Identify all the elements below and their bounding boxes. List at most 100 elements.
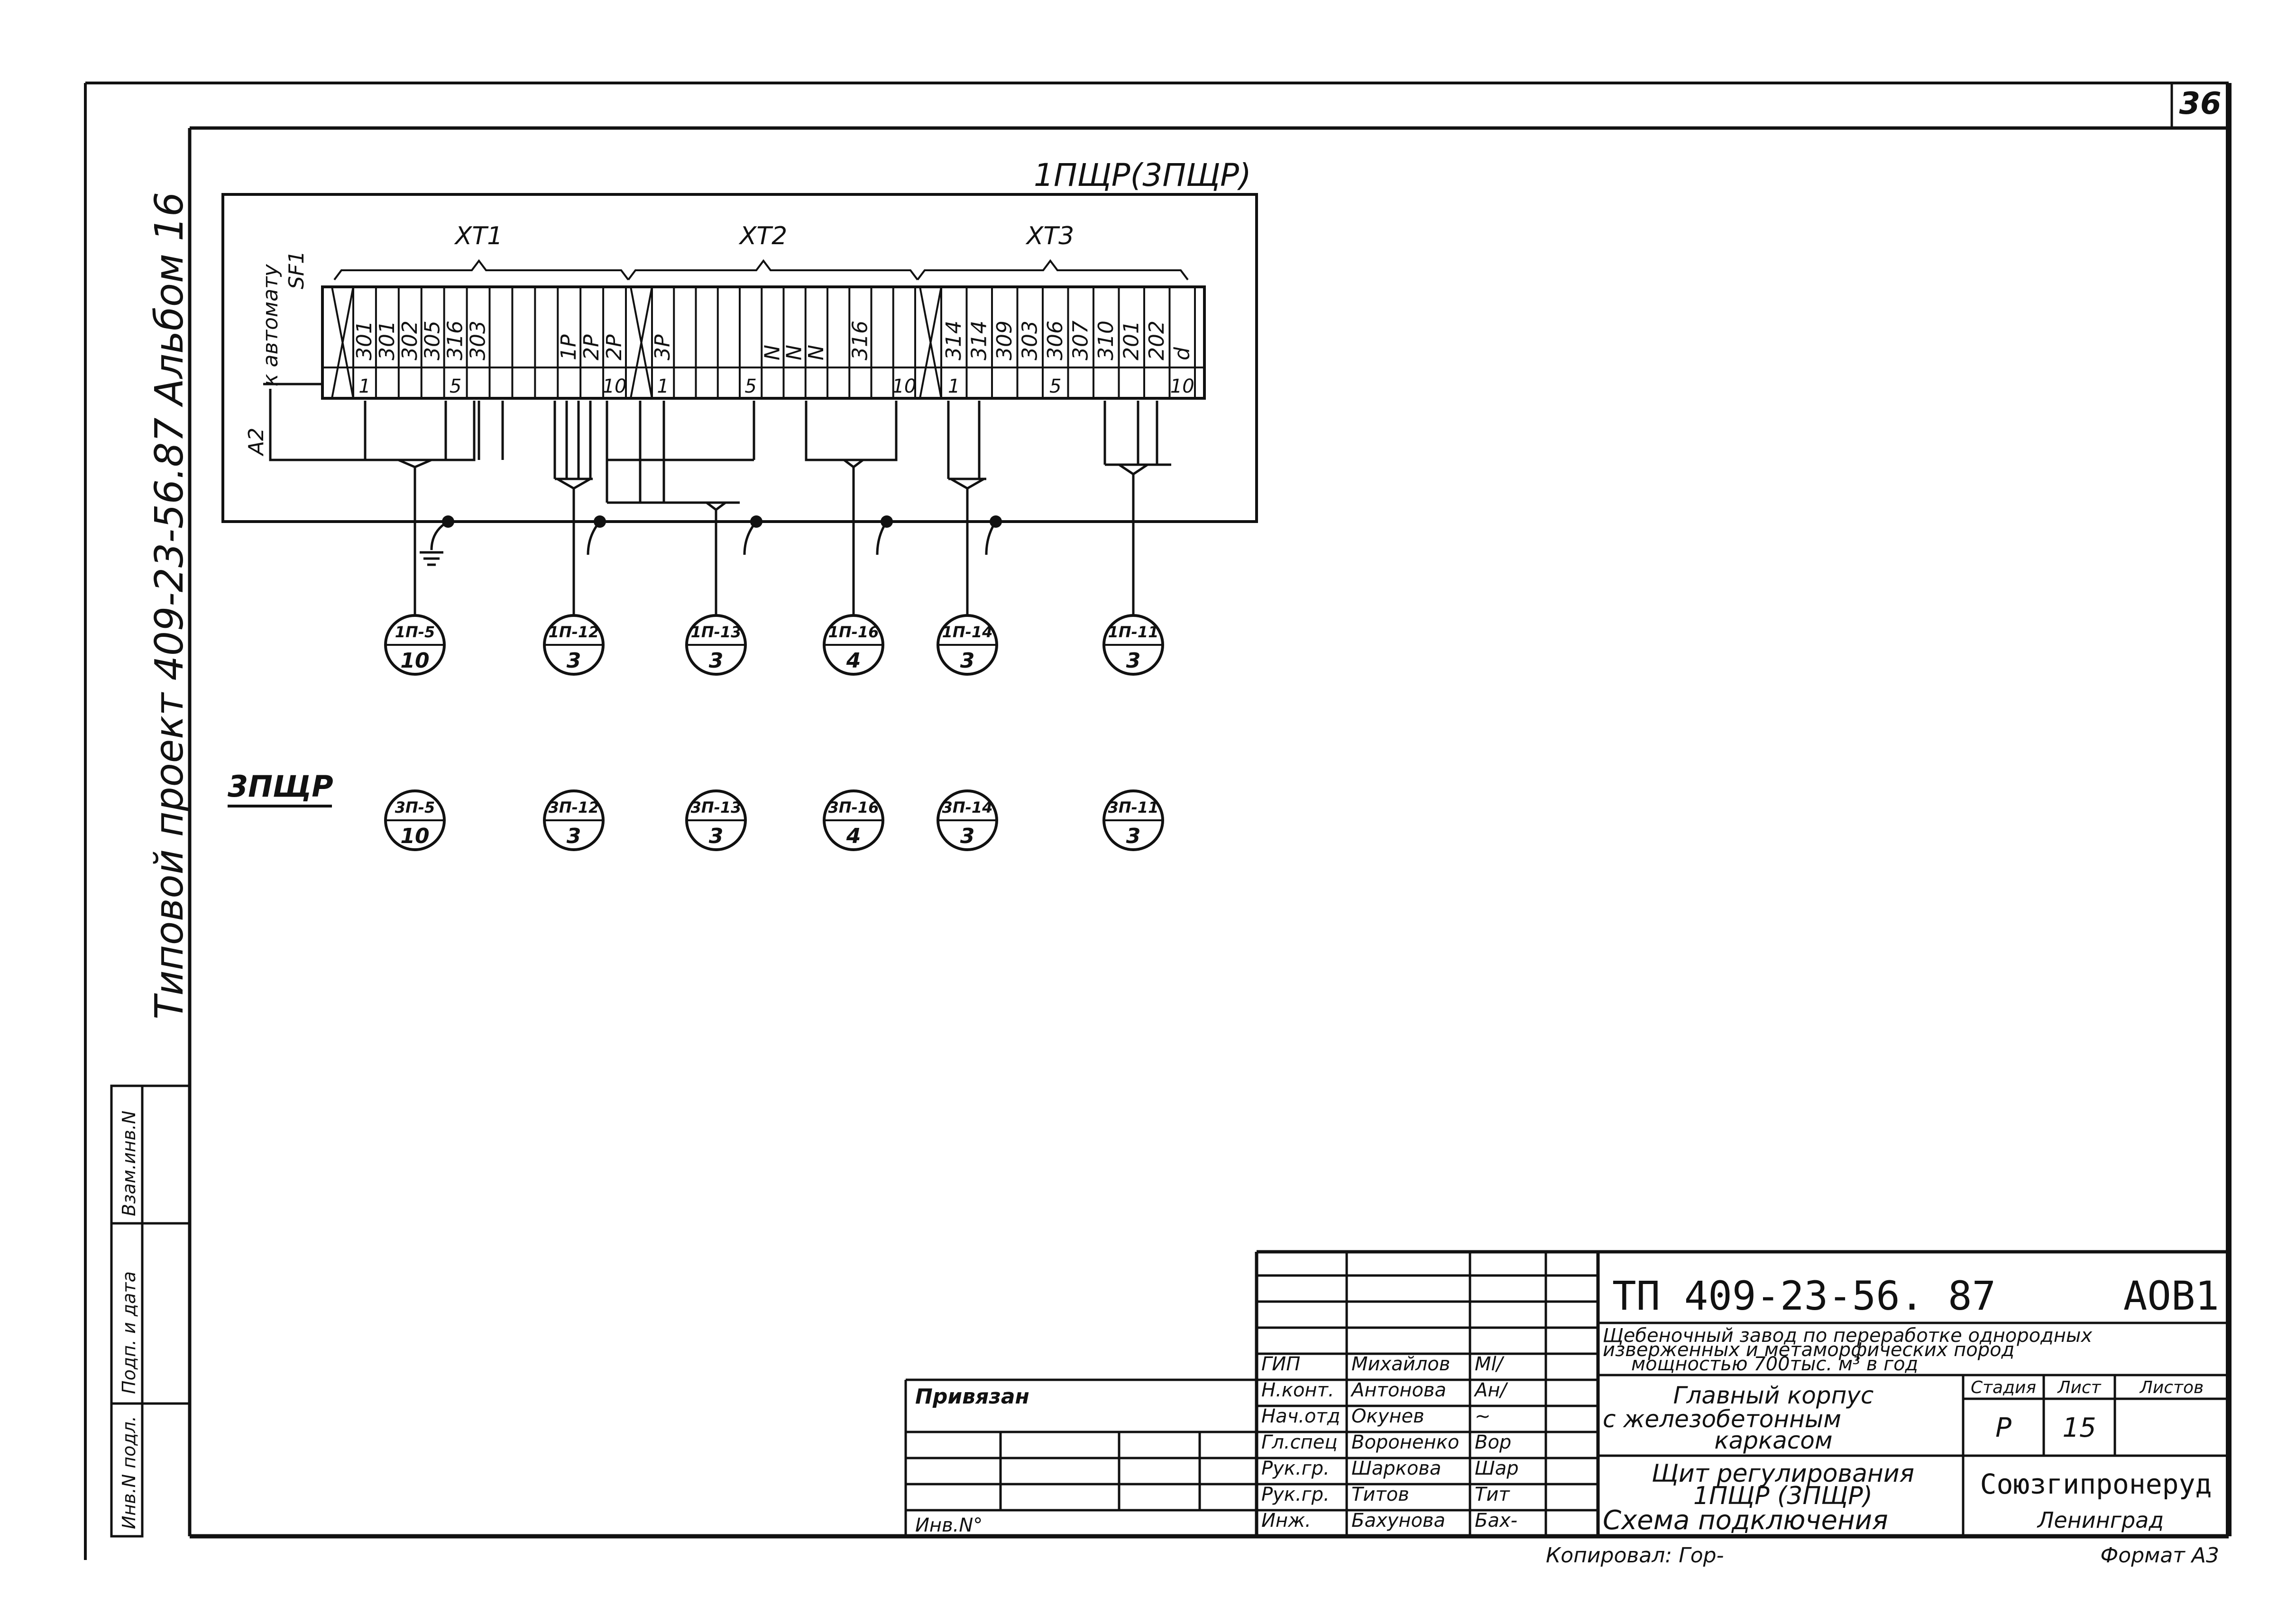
signer-name: Окунев [1351, 1405, 1424, 1427]
cable-marker-cores: 4 [846, 649, 861, 673]
cable-marker-id: 3П-12 [549, 798, 599, 817]
signer-role: Инж. [1261, 1510, 1311, 1532]
terminal-label: N [760, 345, 784, 360]
col-sheet: Лист [2057, 1378, 2101, 1397]
cable-marker-cores: 3 [960, 824, 975, 848]
cable-marker-cores: 3 [960, 649, 975, 673]
title-block [904, 1250, 2229, 1536]
terminal-label: 310 [1094, 321, 1118, 360]
sheet-value: 15 [2062, 1413, 2096, 1443]
signer-name: Вороненко [1351, 1431, 1459, 1453]
signer-role: Гл.спец [1261, 1431, 1338, 1453]
attached-label: Привязан [915, 1385, 1029, 1409]
stamp-podp-data: Подп. и дата [119, 1271, 139, 1394]
terminal-label: 314 [967, 321, 991, 360]
signer-role: Рук.гр. [1261, 1484, 1330, 1505]
signer-signature: Бах- [1475, 1510, 1517, 1532]
terminal-label: N [782, 345, 807, 360]
cable-marker-id: 1П-16 [828, 623, 879, 641]
cable-marker-id: 1П-12 [549, 623, 599, 641]
ground-dots [442, 515, 1002, 528]
group-xt2: XT2 [738, 222, 787, 250]
label-sf1: SF1 [285, 251, 309, 289]
cable-marker-id: 3П-16 [828, 798, 879, 817]
terminal-cap-cross [919, 286, 942, 399]
signer-name: Шаркова [1351, 1458, 1441, 1479]
side-project-label: Типовой проект 409-23-56.87 Альбом 16 [147, 192, 192, 1019]
terminal-index: 5 [450, 376, 461, 397]
building-line-2: с железобетонным [1603, 1405, 1841, 1433]
copied-label: Копировал: Гор- [1546, 1543, 1724, 1568]
terminal-label: 316 [443, 321, 468, 360]
org-city: Ленинград [2037, 1507, 2164, 1533]
terminal-label: 316 [848, 321, 872, 360]
terminal-label: 202 [1145, 321, 1169, 360]
cable-marker-id: 3П-14 [942, 798, 993, 817]
signer-signature: Тит [1475, 1484, 1510, 1505]
col-stage: Стадия [1971, 1378, 2036, 1397]
group-xt3: XT3 [1025, 222, 1074, 250]
wiring [364, 401, 1171, 621]
terminal-label: 303 [1018, 321, 1042, 360]
terminal-cap-cross [331, 286, 354, 399]
signer-name: Бахунова [1351, 1510, 1445, 1532]
stage-value: Р [1995, 1413, 2011, 1443]
terminal-label: 302 [398, 321, 422, 360]
cable-marker-id: 3П-5 [395, 798, 435, 817]
terminal-index: 10 [1170, 376, 1194, 397]
format-label: Формат А3 [2100, 1543, 2219, 1568]
terminal-label: 201 [1119, 321, 1143, 360]
building-line-3: каркасом [1714, 1427, 1832, 1454]
label-k-avtomatu: к автомату [258, 264, 283, 386]
terminal-label: 1P [557, 334, 581, 360]
stamp-vzam-inv: Взам.инв.N [119, 1110, 139, 1216]
doc-code: ТП 409-23-56. 87 [1612, 1273, 1996, 1319]
terminal-label: 307 [1068, 321, 1093, 360]
panel2-label: 3ПЩР [228, 769, 333, 804]
signer-role: ГИП [1261, 1353, 1300, 1375]
signer-name: Антонова [1350, 1379, 1446, 1401]
cable-marker-id: 1П-11 [1108, 623, 1159, 641]
signer-signature: Шар [1475, 1458, 1519, 1479]
signer-name: Титов [1351, 1484, 1409, 1505]
signer-role: Н.конт. [1261, 1379, 1334, 1401]
terminal-label: 2P [602, 334, 626, 360]
cable-marker-cores: 3 [567, 824, 581, 848]
project-line-3: мощностью 700тыс. м³ в год [1631, 1353, 1918, 1375]
terminal-cap-cross [630, 286, 653, 399]
cable-marker-cores: 4 [846, 824, 861, 848]
cable-marker-id: 3П-11 [1108, 798, 1159, 817]
cable-marker-id: 3П-13 [691, 798, 742, 817]
label-a2: A2 [244, 428, 268, 457]
terminal-label: 303 [466, 321, 490, 360]
stamp-inv-podl: Инв.N подл. [119, 1416, 139, 1529]
cable-marker-cores: 3 [567, 649, 581, 673]
inv-label: Инв.N° [915, 1514, 983, 1536]
cable-marker-cores: 3 [1126, 649, 1141, 673]
terminal-index: 1 [948, 376, 960, 397]
project-line-2: изверженных и метаморфических пород [1603, 1339, 2014, 1361]
terminal-index: 1 [657, 376, 669, 397]
col-sheets: Листов [2139, 1378, 2204, 1397]
stamp-column: Инв.N подл. Подп. и дата Взам.инв.N [110, 1084, 190, 1538]
cable-marker-id: 1П-14 [942, 623, 993, 641]
terminal-index: 10 [892, 376, 916, 397]
terminal-label: 309 [992, 321, 1017, 360]
project-line-1: Щебеночный завод по переработке однородн… [1603, 1325, 2092, 1347]
org-name: Союзгипронеруд [1980, 1468, 2212, 1500]
cable-marker-id: 1П-5 [395, 623, 435, 641]
terminal-label: 314 [942, 321, 966, 360]
doc-mark: АОВ1 [2123, 1273, 2219, 1319]
drawing-line-3: Схема подключения [1603, 1505, 1888, 1536]
signer-signature: Ml/ [1475, 1353, 1505, 1375]
terminal-label: 306 [1043, 321, 1067, 360]
cable-marker-cores: 3 [1126, 824, 1141, 848]
building-line-1: Главный корпус [1673, 1382, 1874, 1409]
sheet-number: 36 [2179, 86, 2221, 121]
panel-title: 1ПЩР(3ПЩР) [1034, 157, 1251, 193]
cable-marker-id: 1П-13 [691, 623, 742, 641]
